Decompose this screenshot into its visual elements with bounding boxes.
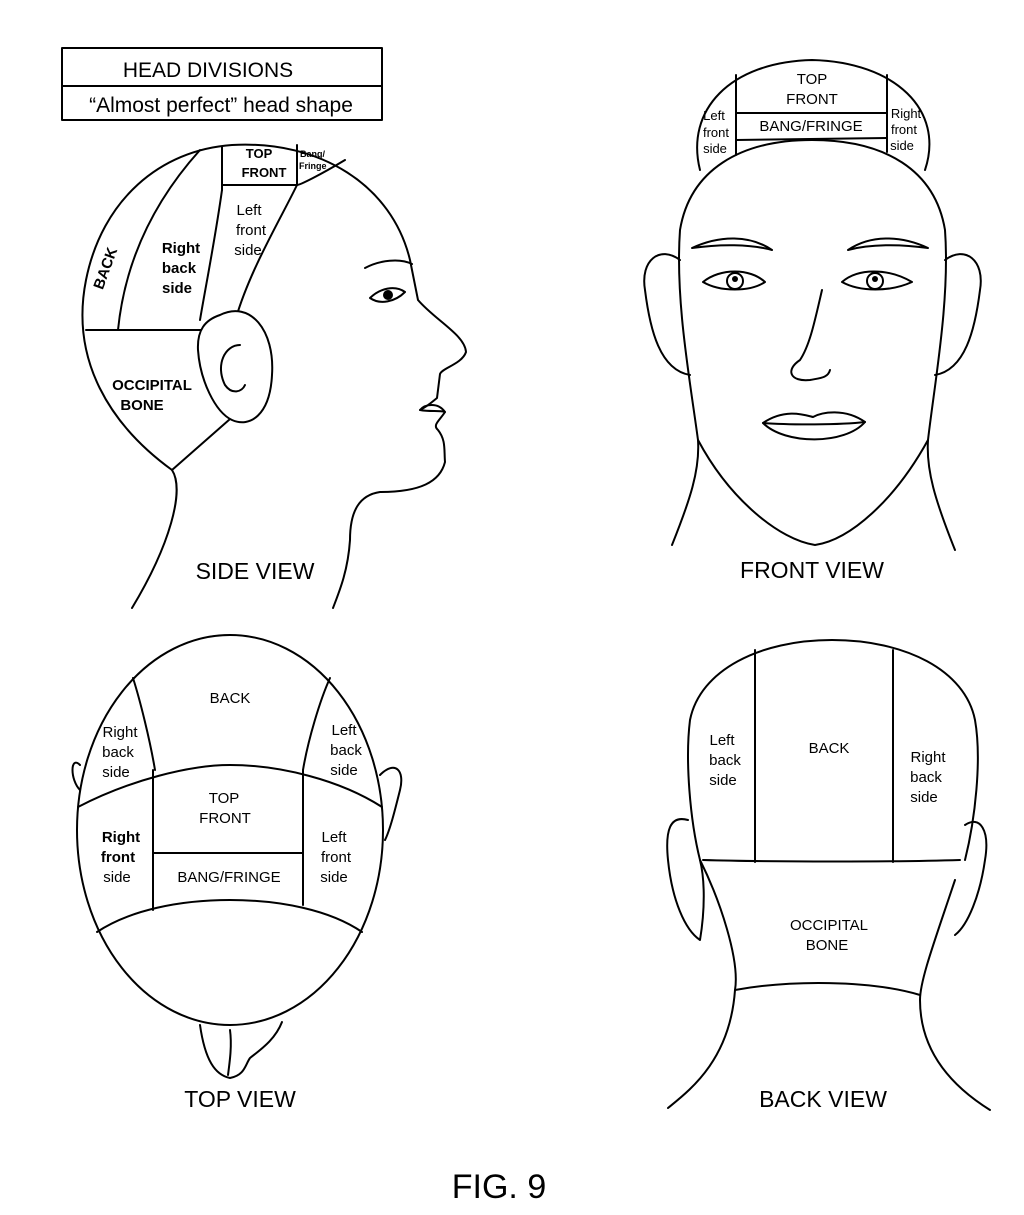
top-side3-label: side [103, 869, 131, 886]
top-left-label: Left [331, 722, 357, 739]
side-side2-label: side [162, 280, 192, 297]
back-occipital-label: OCCIPITAL [790, 917, 868, 934]
top-front-label: FRONT [199, 810, 251, 827]
top-side2-label: side [330, 762, 358, 779]
back-side-label: side [709, 772, 737, 789]
top-back-label: BACK [210, 690, 251, 707]
back-back3-label: back [910, 769, 942, 786]
top-bang-label: BANG/FRINGE [177, 869, 280, 886]
side-bone-label: BONE [120, 397, 163, 414]
title-box: HEAD DIVISIONS “Almost perfect” head sha… [61, 47, 383, 121]
front-side2-label: side [890, 138, 914, 153]
side-bang-label: Bang/ [300, 149, 326, 159]
back-left-label: Left [709, 732, 735, 749]
top-left2-label: Left [321, 829, 347, 846]
front-side-label: side [703, 141, 727, 156]
side-front2-label: front [236, 222, 267, 239]
side-back-label: BACK [90, 245, 121, 292]
front-bang-label: BANG/FRINGE [759, 118, 862, 135]
back-right-label: Right [910, 749, 946, 766]
top-right2-label: Right [102, 829, 140, 846]
back-view-caption: BACK VIEW [759, 1086, 887, 1112]
back-side2-label: side [910, 789, 938, 806]
back-bone-label: BONE [806, 937, 849, 954]
side-top-label: TOP [246, 146, 273, 161]
front-front2-label: front [703, 125, 729, 140]
side-view: TOP FRONT Bang/ Fringe Left front side R… [81, 143, 467, 609]
front-top-label: TOP [797, 71, 828, 88]
top-side-label: side [102, 764, 130, 781]
top-side4-label: side [320, 869, 348, 886]
top-front2-label: front [101, 849, 135, 866]
front-right-label: Right [891, 106, 922, 121]
top-right-label: Right [102, 724, 138, 741]
top-back2-label: back [102, 744, 134, 761]
back-back2-label: back [709, 752, 741, 769]
side-back2-label: back [162, 260, 197, 277]
figure-label: FIG. 9 [452, 1168, 546, 1206]
top-view-caption: TOP VIEW [184, 1086, 296, 1112]
title-line2: “Almost perfect” head shape [89, 94, 353, 117]
side-fringe-label: Fringe [299, 161, 327, 171]
top-back3-label: back [330, 742, 362, 759]
side-view-caption: SIDE VIEW [196, 558, 315, 584]
top-top-label: TOP [209, 790, 240, 807]
front-view-caption: FRONT VIEW [740, 557, 884, 583]
front-front3-label: front [891, 122, 917, 137]
side-left-label: Left [236, 202, 262, 219]
top-view: BACK Right back side Left back side TOP … [71, 634, 403, 1112]
front-left-label: Left [703, 108, 725, 123]
side-side-label: side [234, 242, 262, 259]
side-right-label: Right [162, 240, 200, 257]
side-occipital-label: OCCIPITAL [112, 377, 192, 394]
top-front3-label: front [321, 849, 352, 866]
front-view: TOP FRONT BANG/FRINGE Left front side Ri… [643, 59, 982, 583]
back-back-label: BACK [809, 740, 850, 757]
back-view: Left back side BACK Right back side OCCI… [666, 639, 991, 1112]
side-front-label: FRONT [242, 165, 287, 180]
title-line1: HEAD DIVISIONS [123, 59, 293, 82]
front-front-label: FRONT [786, 91, 838, 108]
